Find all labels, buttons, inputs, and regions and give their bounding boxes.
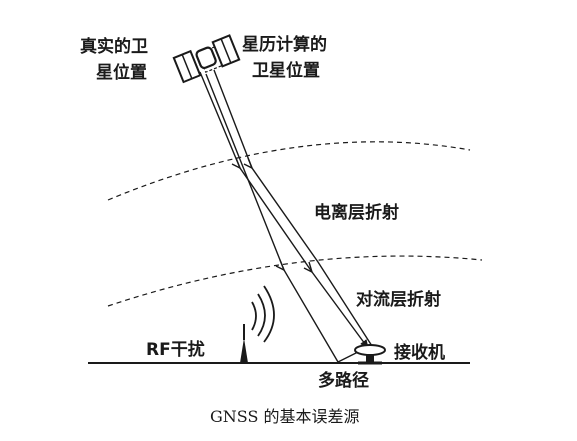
antenna-icon (354, 344, 386, 365)
radio-waves-icon (251, 285, 275, 343)
ephemeris-position-label-line1: 星历计算的 (242, 34, 327, 55)
true-position-label-line1: 真实的卫 (80, 36, 148, 57)
rf-interference-label: RF干扰 (146, 339, 205, 360)
signal-paths (199, 69, 373, 363)
ionosphere-label: 电离层折射 (314, 202, 399, 223)
receiver-label: 接收机 (394, 342, 445, 363)
ionosphere-layer (107, 141, 471, 201)
ephemeris-position-label-line2: 卫星位置 (252, 60, 320, 81)
figure-caption: GNSS 的基本误差源 (210, 407, 360, 426)
true-position-label-line2: 星位置 (96, 62, 147, 83)
satellite-icon (172, 34, 241, 84)
multipath-label: 多路径 (318, 370, 369, 391)
signal-path-refracted (199, 71, 369, 349)
signal-path-true (213, 69, 373, 347)
tower-icon (240, 324, 248, 363)
troposphere-label: 对流层折射 (356, 289, 441, 310)
